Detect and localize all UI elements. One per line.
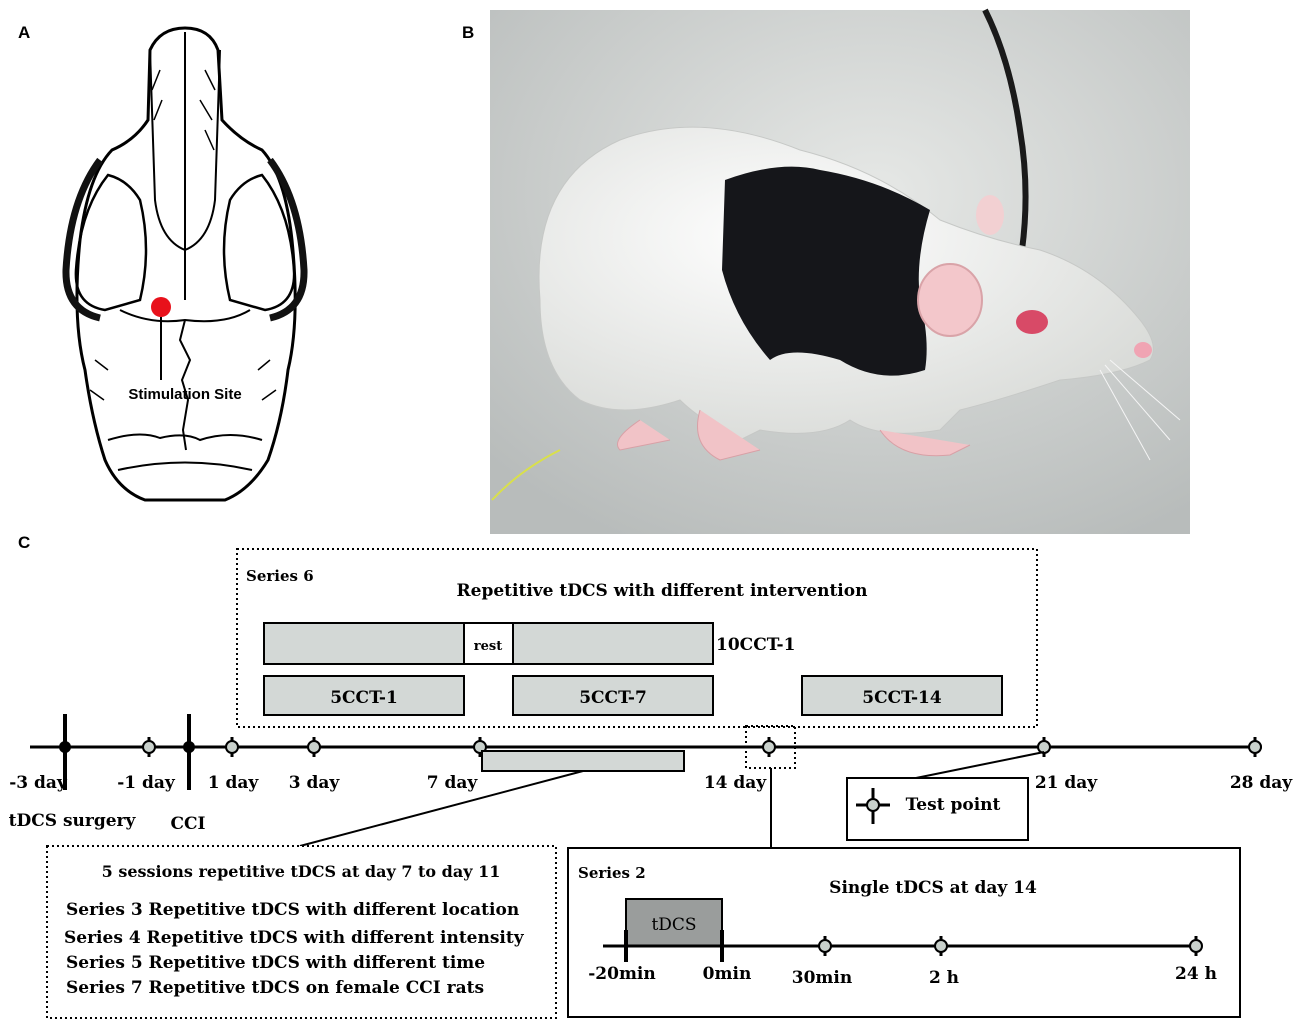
tick-label-21: 21 day <box>1035 773 1098 793</box>
sessions-item-0: Series 3 Repetitive tDCS with different … <box>66 900 519 920</box>
series6-box <box>236 548 1038 728</box>
series2-tdcs-block <box>625 898 723 947</box>
tdcs-surgery-marker <box>59 714 71 790</box>
rest-label: rest <box>474 639 502 654</box>
sessions-box <box>46 845 557 1019</box>
stimulation-site-label: Stimulation Site <box>128 386 241 403</box>
series2-tick-24h: 24 h <box>1175 964 1217 984</box>
cct5-7-block <box>512 675 714 716</box>
cct5-7-label: 5CCT-7 <box>579 688 647 708</box>
tick-label-minus3: -3 day <box>9 773 68 793</box>
series2-title: Single tDCS at day 14 <box>829 878 1037 898</box>
panel-label-b: B <box>462 23 474 42</box>
series2-tdcs-label: tDCS <box>651 915 696 935</box>
series2-tick-30min: 30min <box>792 968 852 988</box>
test-point-28 <box>1247 735 1263 759</box>
sessions-item-2: Series 5 Repetitive tDCS with different … <box>66 953 485 973</box>
sessions-item-3: Series 7 Repetitive tDCS on female CCI r… <box>66 978 484 998</box>
test-point-14 <box>761 735 777 759</box>
sessions-block <box>481 750 685 772</box>
rat-photo <box>490 8 1190 534</box>
stimulation-marker <box>151 297 171 317</box>
cct5-1-label: 5CCT-1 <box>330 688 398 708</box>
cct10-second-block <box>512 622 714 665</box>
rest-block <box>463 622 514 665</box>
test-point-legend-label: Test point <box>906 795 1001 815</box>
panel-label-c: C <box>18 533 30 552</box>
sessions-item-1: Series 4 Repetitive tDCS with different … <box>64 928 525 948</box>
cct5-14-label: 5CCT-14 <box>862 688 942 708</box>
cct10-label: 10CCT-1 <box>716 635 795 655</box>
tick-label-14: 14 day <box>704 773 767 793</box>
tick-label-1: 1 day <box>208 773 260 793</box>
series2-tick-2h: 2 h <box>929 968 959 988</box>
series2-tick-minus20: -20min <box>588 964 656 984</box>
series6-tag: Series 6 <box>246 567 314 585</box>
series2-tick-0: 0min <box>703 964 752 984</box>
series6-title: Repetitive tDCS with different intervent… <box>457 581 868 601</box>
series2-tag: Series 2 <box>578 864 646 882</box>
test-point-legend-icon <box>856 788 890 824</box>
cci-label: CCI <box>170 814 205 834</box>
cct5-1-block <box>263 675 465 716</box>
tick-label-7: 7 day <box>427 773 479 793</box>
tdcs-surgery-label: tDCS surgery <box>9 811 137 831</box>
tick-label-minus1: -1 day <box>117 773 176 793</box>
panel-label-a: A <box>18 23 30 42</box>
cci-marker <box>183 714 195 790</box>
tick-label-28: 28 day <box>1230 773 1293 793</box>
test-point-1 <box>224 735 240 759</box>
test-point-minus1 <box>141 735 157 759</box>
test-point-21 <box>1036 735 1052 759</box>
cct5-14-block <box>801 675 1003 716</box>
skull-drawing <box>62 26 308 502</box>
sessions-title: 5 sessions repetitive tDCS at day 7 to d… <box>102 862 501 881</box>
tick-label-3: 3 day <box>289 773 341 793</box>
cct10-first-block <box>263 622 465 665</box>
test-point-3 <box>306 735 322 759</box>
